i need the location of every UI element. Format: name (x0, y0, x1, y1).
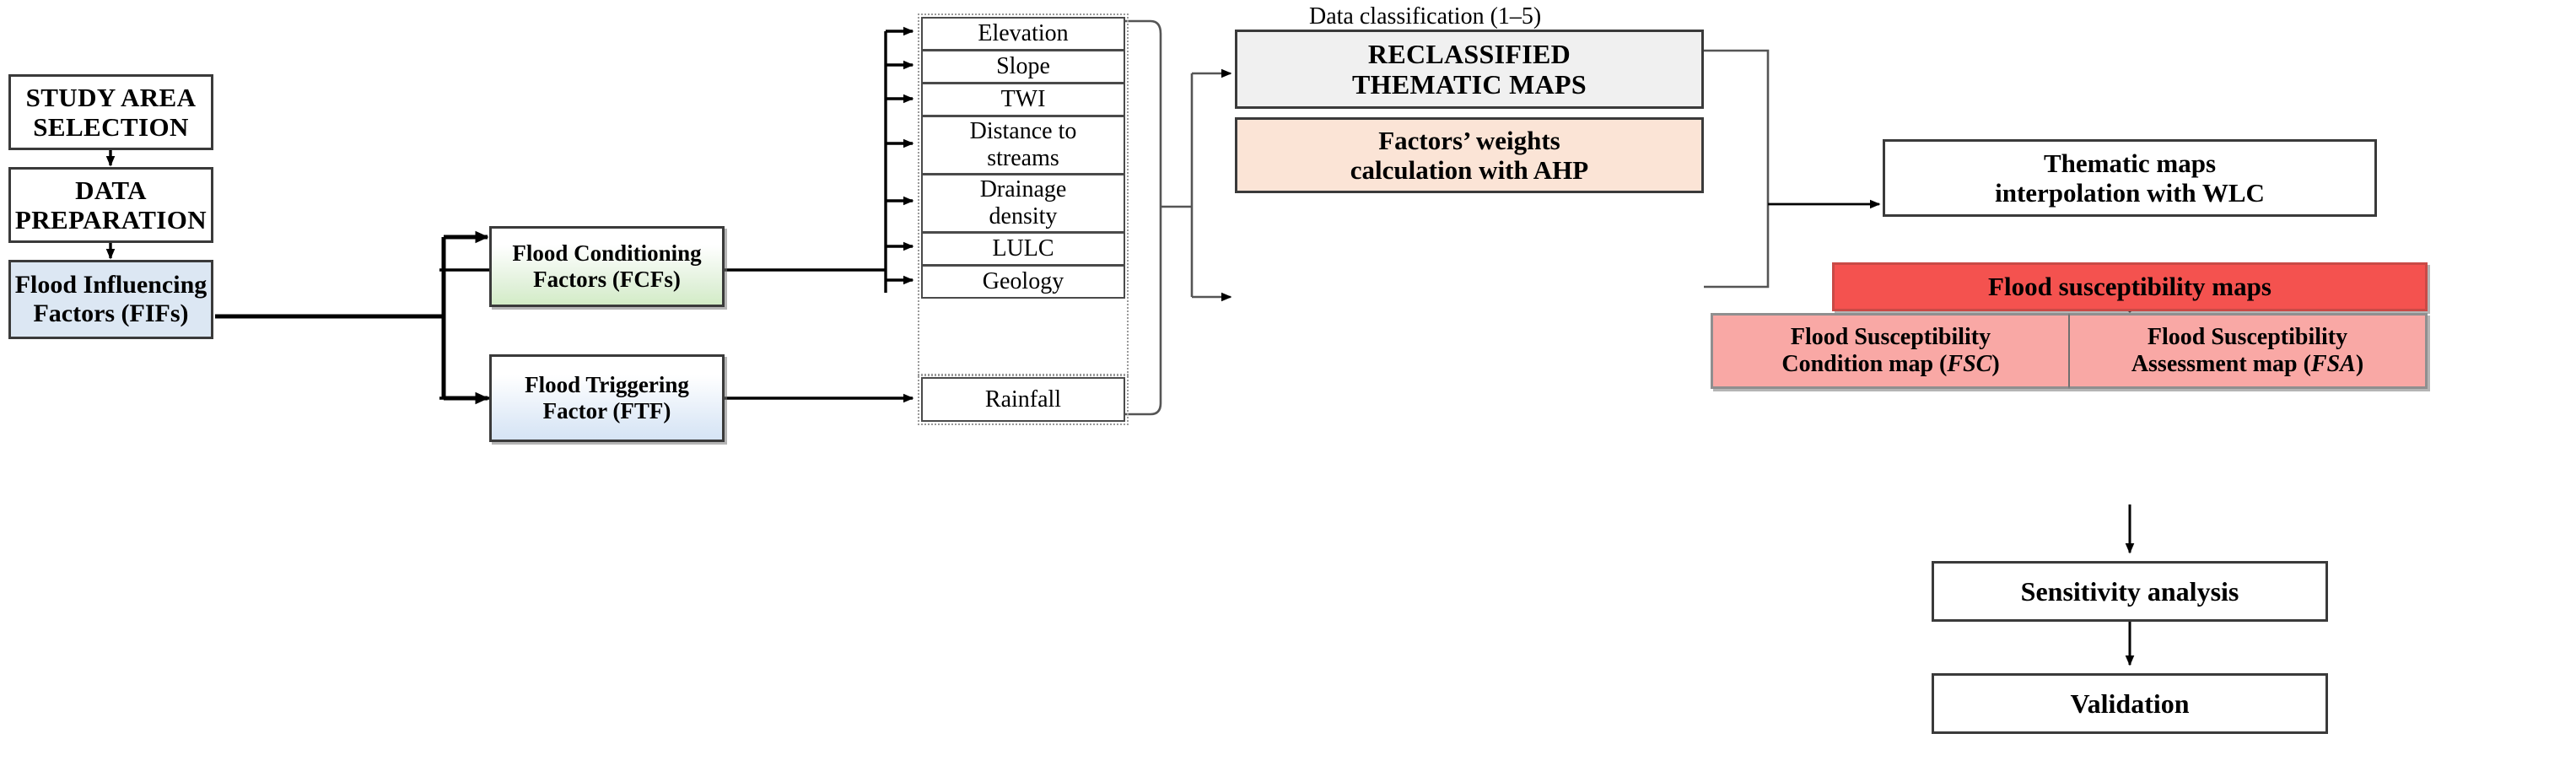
factor-slope[interactable]: Slope (921, 50, 1125, 84)
node-flood-conditioning-factors[interactable]: Flood Conditioning Factors (FCFs) (489, 226, 725, 307)
fsmaps-label: Flood susceptibility maps (1988, 272, 2272, 302)
fsa-acronym: FSA (2310, 351, 2356, 377)
factor-twi-label: TWI (1000, 86, 1046, 113)
factor-slope-label: Slope (996, 53, 1050, 80)
fsa-line1: Flood Susceptibility (2147, 324, 2348, 351)
node-study-area-selection[interactable]: STUDY AREA SELECTION (8, 74, 213, 150)
ftf-line2: Factor (FTF) (542, 398, 671, 423)
fsc-suffix: ) (1991, 351, 2000, 377)
study-area-line1: STUDY AREA (25, 82, 197, 112)
wire-ahp-out (1704, 204, 1770, 289)
wlc-line1: Thematic maps (2043, 148, 2217, 178)
factor-elevation[interactable]: Elevation (921, 17, 1125, 51)
factor-geology[interactable]: Geology (921, 265, 1125, 299)
wire-factors-collect-top (1125, 19, 1162, 207)
node-flood-triggering-factor[interactable]: Flood Triggering Factor (FTF) (489, 354, 725, 442)
factor-drainage-line2: density (989, 203, 1058, 229)
node-flood-susceptibility-assessment-map[interactable]: Flood Susceptibility Assessment map (FSA… (2069, 313, 2428, 389)
factor-drainage-line1: Drainage (979, 176, 1067, 203)
factor-lulc[interactable]: LULC (921, 232, 1125, 266)
factor-distance-to-streams[interactable]: Distance to streams (921, 116, 1125, 175)
conditioning-factors-group (918, 13, 1129, 376)
wlc-line2: interpolation with WLC (1995, 178, 2265, 208)
factor-distance-line2: streams (987, 145, 1059, 171)
factor-twi[interactable]: TWI (921, 83, 1125, 116)
node-flood-susceptibility-maps[interactable]: Flood susceptibility maps (1832, 262, 2428, 311)
node-flood-susceptibility-condition-map[interactable]: Flood Susceptibility Condition map (FSC) (1711, 313, 2069, 389)
data-classification-label: Data classification (1–5) (1309, 3, 1542, 30)
triggering-factor-group (918, 374, 1129, 425)
fsc-line2: Condition map (FSC) (1781, 351, 1999, 378)
ahp-line1: Factors’ weights (1378, 125, 1560, 155)
sensitivity-label: Sensitivity analysis (2020, 575, 2239, 607)
fsc-acronym: FSC (1947, 351, 1992, 377)
fsa-prefix: Assessment map ( (2131, 351, 2311, 377)
node-data-preparation[interactable]: DATA PREPARATION (8, 167, 213, 243)
fsc-prefix: Condition map ( (1781, 351, 1948, 377)
fif-line1: Flood Influencing (14, 270, 207, 299)
data-preparation-line1: DATA (75, 175, 147, 205)
node-flood-influencing-factors[interactable]: Flood Influencing Factors (FIFs) (8, 260, 213, 339)
factor-drainage-density[interactable]: Drainage density (921, 174, 1125, 233)
node-sensitivity-analysis[interactable]: Sensitivity analysis (1932, 561, 2328, 622)
wire-factors-collect-bottom (1125, 207, 1162, 416)
fcf-line1: Flood Conditioning (512, 240, 702, 267)
fsc-line1: Flood Susceptibility (1790, 324, 1991, 351)
factor-distance-line1: Distance to (969, 118, 1077, 145)
node-factors-weights-ahp[interactable]: Factors’ weights calculation with AHP (1235, 117, 1704, 193)
fcf-line2: Factors (FCFs) (533, 267, 681, 292)
reclassified-line2: THEMATIC MAPS (1352, 69, 1587, 100)
validation-label: Validation (2070, 688, 2190, 719)
factor-geology-label: Geology (982, 268, 1064, 295)
node-validation[interactable]: Validation (1932, 673, 2328, 734)
data-preparation-line2: PREPARATION (14, 205, 207, 235)
fif-line2: Factors (FIFs) (33, 299, 189, 327)
reclassified-line1: RECLASSIFIED (1367, 38, 1571, 69)
node-thematic-maps-interpolation-wlc[interactable]: Thematic maps interpolation with WLC (1883, 139, 2377, 217)
fsa-line2: Assessment map (FSA) (2131, 351, 2363, 378)
study-area-line2: SELECTION (33, 112, 189, 142)
ftf-line1: Flood Triggering (525, 372, 689, 398)
factor-rainfall[interactable]: Rainfall (921, 377, 1125, 422)
fsa-suffix: ) (2355, 351, 2364, 377)
node-reclassified-thematic-maps[interactable]: RECLASSIFIED THEMATIC MAPS (1235, 30, 1704, 109)
factor-rainfall-label: Rainfall (984, 386, 1062, 413)
factor-elevation-label: Elevation (978, 20, 1069, 47)
factor-lulc-label: LULC (992, 235, 1054, 262)
ahp-line2: calculation with AHP (1350, 155, 1589, 185)
wire-reclassified-out (1704, 49, 1770, 204)
